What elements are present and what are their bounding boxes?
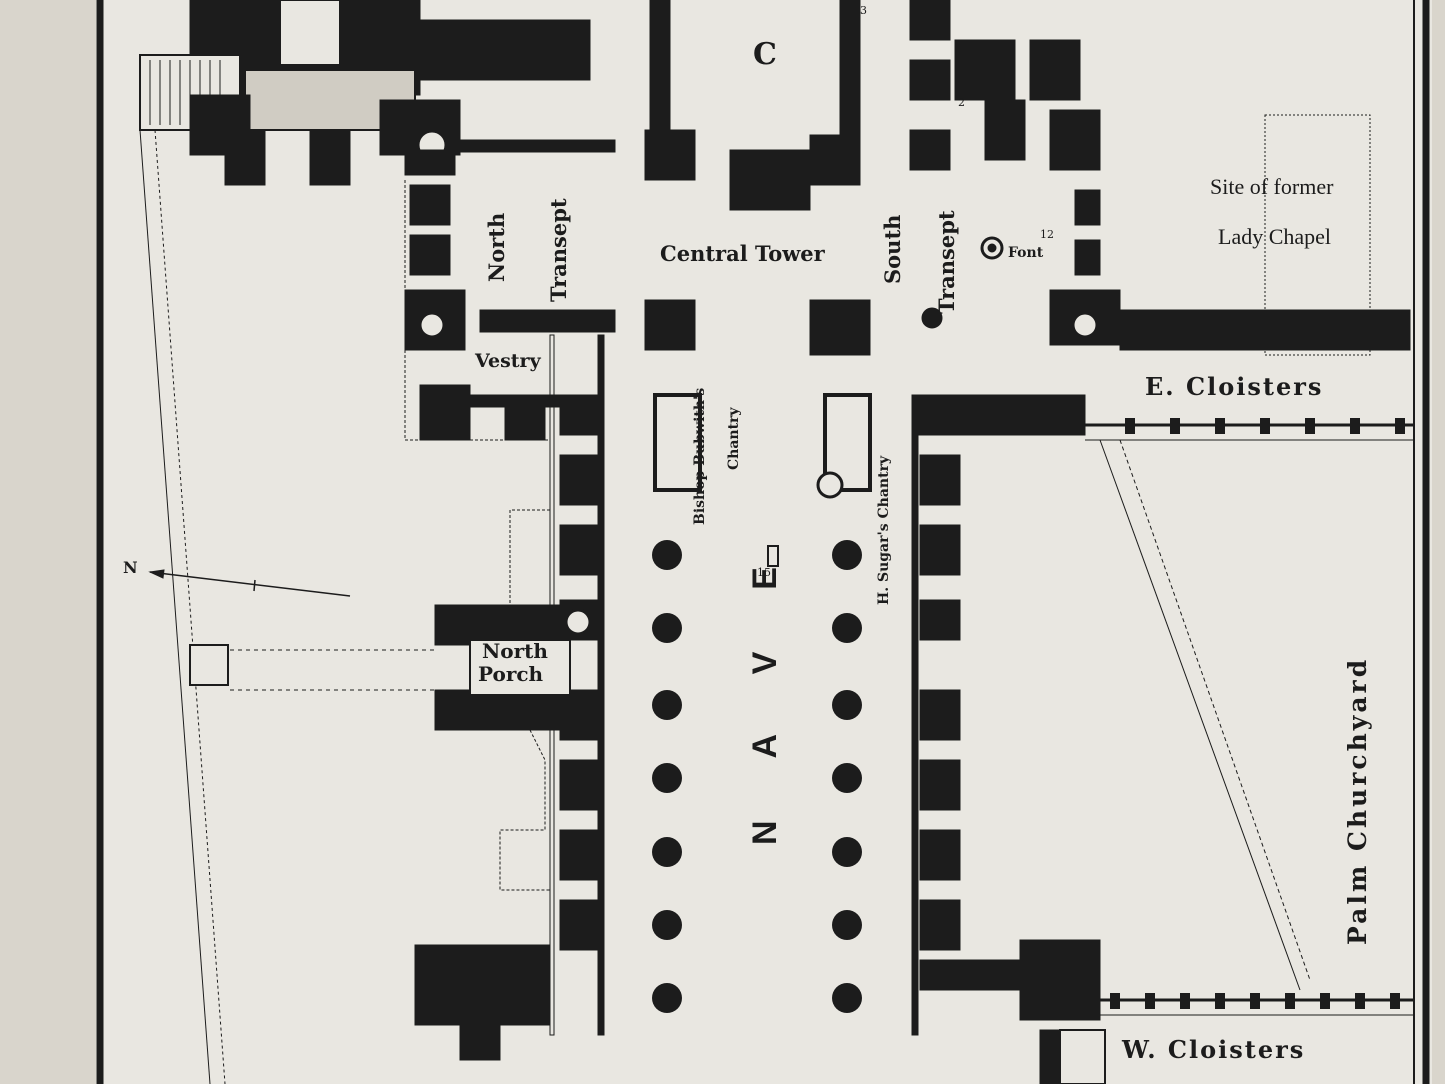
nave-columns (652, 418, 1405, 1013)
site-former-label-2: Lady Chapel (1218, 224, 1332, 249)
north-porch-label-2: Porch (478, 662, 544, 686)
south-transept-label-2: Transept (934, 210, 959, 314)
marker-3: 3 (860, 4, 867, 17)
choir-label: C (753, 37, 783, 72)
outer-border (96, 0, 1430, 1084)
north-arrow (148, 569, 351, 597)
nave-column (652, 910, 682, 940)
marker-15-box (767, 545, 779, 567)
north-transept-label-2: Transept (546, 198, 571, 302)
gate-steps (189, 644, 229, 686)
marker-2: 2 (958, 96, 965, 109)
nave-column (832, 910, 862, 940)
site-former-label-1: Site of former (1210, 174, 1334, 199)
nave-column (832, 763, 862, 793)
marker-13: 13 (823, 480, 837, 493)
nave-column (652, 837, 682, 867)
nave-column (652, 983, 682, 1013)
w-cloisters-arcade (1100, 998, 1415, 1016)
w-cloisters-label: W. Cloisters (1122, 1035, 1306, 1064)
nave-column (652, 690, 682, 720)
plan-ink (139, 0, 1411, 1084)
churchyard-paths (139, 129, 1311, 1084)
nave-label: NAVE (746, 505, 784, 845)
nave-column (832, 837, 862, 867)
w-steps (1059, 1029, 1106, 1084)
nave-column (652, 763, 682, 793)
marker-15: 15 (757, 566, 771, 579)
marker-12: 12 (1040, 228, 1054, 241)
nave-column (652, 540, 682, 570)
bubwith-chantry-label-2: Chantry (726, 407, 742, 470)
bubwith-chantry-label-1: Bishop Bubwith's (692, 387, 708, 525)
nave-column (832, 540, 862, 570)
palm-churchyard-label: Palm Churchyard (1343, 656, 1372, 945)
e-cloisters-arcade (1085, 423, 1415, 441)
central-tower-label: Central Tower (660, 241, 825, 266)
sugar-chantry-label: H. Sugar's Chantry (876, 455, 892, 605)
nave-column (832, 613, 862, 643)
north-arrow-label: N (123, 558, 138, 577)
font-label: Font (1008, 245, 1044, 261)
vestry-label: Vestry (475, 350, 541, 372)
north-porch-label-1: North (482, 639, 548, 663)
nave-column (832, 690, 862, 720)
north-transept-label-1: North (484, 212, 509, 282)
lady-chapel-site-outline (1264, 114, 1371, 356)
south-transept-label-1: South (880, 214, 905, 284)
nave-column (832, 983, 862, 1013)
nave-column (652, 613, 682, 643)
e-cloisters-label: E. Cloisters (1145, 372, 1324, 401)
